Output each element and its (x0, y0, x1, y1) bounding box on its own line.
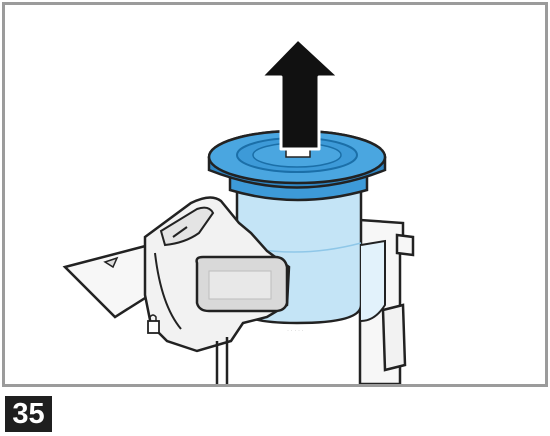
lid-ring (207, 129, 387, 202)
juicer-illustration: · · · · · (62, 37, 415, 384)
embossed-marking: · · · · · (287, 328, 304, 334)
motor-body (62, 196, 291, 384)
step-number-badge: 35 (5, 396, 52, 432)
illustration-frame: · · · · · (2, 2, 548, 387)
upward-arrow-icon (259, 37, 341, 151)
lock-icon (147, 314, 160, 334)
